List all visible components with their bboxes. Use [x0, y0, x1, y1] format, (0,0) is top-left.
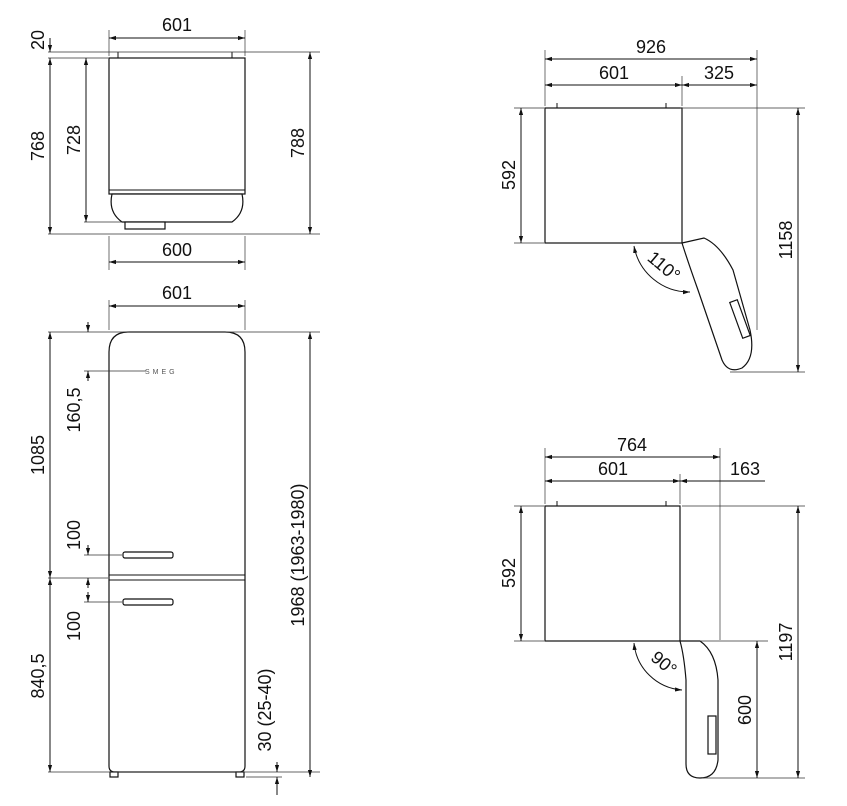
dim-90-body-width: 601	[598, 459, 628, 479]
front-view-logo: SMEG	[145, 369, 178, 376]
dim-top-depth-body: 768	[28, 131, 48, 161]
top-view-handle	[124, 221, 166, 230]
dim-110-total-width: 926	[636, 37, 666, 57]
dim-top-width-bottom: 600	[162, 240, 192, 260]
dim-110-body-width: 601	[599, 63, 629, 83]
dim-90-door-extra: 163	[730, 459, 760, 479]
door-110-handle	[728, 299, 752, 339]
top-view-door	[110, 193, 244, 223]
dim-front-lower: 840,5	[28, 653, 48, 698]
dim-90-body-depth: 592	[499, 558, 519, 588]
front-foot-left	[109, 771, 119, 778]
dim-front-total-height: 1968 (1963-1980)	[288, 483, 308, 626]
front-foot-right	[235, 771, 245, 778]
door-90-door	[679, 640, 719, 779]
dim-front-handle-upper: 100	[64, 520, 84, 550]
dim-top-depth-inner: 728	[64, 125, 84, 155]
door-90-handle	[707, 715, 717, 755]
door-110-body	[544, 107, 683, 244]
door-110-view: 110° 926 601 325 592 1158	[499, 37, 805, 373]
dim-front-width: 601	[162, 283, 192, 303]
front-view: SMEG 601 1085 160,5 100 100 840,5 30 (25…	[28, 283, 320, 795]
dim-90-total-depth: 1197	[776, 623, 796, 662]
dim-front-logo-offset: 160,5	[64, 387, 84, 432]
dim-front-feet: 30 (25-40)	[255, 668, 275, 751]
dim-top-width: 601	[162, 15, 192, 35]
upper-door-handle	[122, 551, 174, 559]
front-view-body	[108, 331, 246, 773]
dim-front-upper: 1085	[28, 435, 48, 475]
dim-110-door-extra: 325	[704, 63, 734, 83]
lower-door-handle	[122, 598, 174, 606]
door-90-angle: 90°	[647, 647, 681, 680]
dim-top-offset: 20	[28, 30, 48, 50]
door-90-view: 90° 764 601 163 592 600 1197	[499, 435, 805, 779]
dim-90-door-depth: 600	[735, 695, 755, 725]
top-view-body	[108, 57, 246, 195]
door-90-body	[544, 505, 681, 642]
dim-110-total-depth: 1158	[776, 221, 796, 260]
dim-front-handle-lower: 100	[64, 611, 84, 641]
dim-top-total-depth: 788	[288, 128, 308, 158]
dim-90-total-width: 764	[617, 435, 647, 455]
dim-110-body-depth: 592	[499, 160, 519, 190]
door-110-door	[681, 237, 753, 371]
top-view: 601 20 768 728 788 600	[28, 15, 320, 270]
door-110-angle: 110°	[644, 247, 684, 285]
